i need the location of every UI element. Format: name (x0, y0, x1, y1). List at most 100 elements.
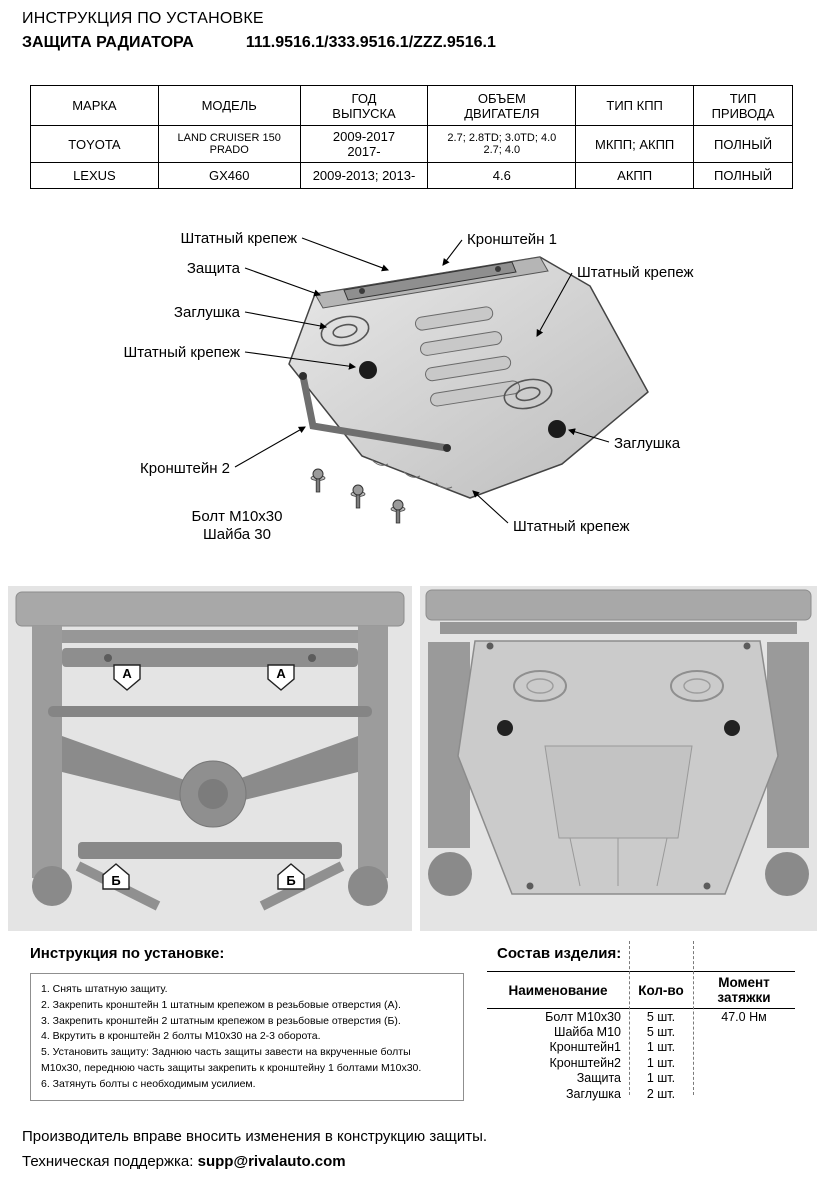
plate-edge-details (371, 459, 453, 489)
spec-header-gearbox: ТИП КПП (575, 85, 695, 126)
instructions-title: Инструкция по установке: (30, 945, 225, 962)
mount-marker-b2: Б (277, 863, 305, 890)
spec-cell: ПОЛНЫЙ (693, 125, 793, 163)
label-plug-right: Заглушка (614, 435, 681, 452)
label-protection: Защита (187, 260, 241, 277)
label-standard-fastener-top: Штатный крепеж (180, 230, 297, 247)
parts-title: Состав изделия: (497, 945, 622, 962)
vehicle-spec-table: МАРКА МОДЕЛЬ ГОД ВЫПУСКА ОБЪЕМ ДВИГАТЕЛЯ… (30, 85, 793, 189)
spec-cell: 2.7; 2.8TD; 3.0TD; 4.0 2.7; 4.0 (427, 125, 577, 163)
spec-cell: 2009-2013; 2013- (299, 162, 429, 189)
spec-row-toyota: TOYOTA LAND CRUISER 150 PRADO 2009-2017 … (30, 125, 793, 163)
mount-marker-a2: А (267, 664, 295, 691)
installation-instructions: Инструкция по установке: 1. Снять штатну… (30, 945, 464, 1102)
parts-row: Кронштейн1 1 шт. (487, 1040, 795, 1056)
callout-labels: Штатный крепеж Кронштейн 1 Защита Штатны… (123, 230, 693, 543)
instructions-steps-box: 1. Снять штатную защиту. 2. Закрепить кр… (30, 973, 464, 1102)
parts-row: Заглушка 2 шт. (487, 1086, 795, 1102)
part-name: Защита (576, 1071, 621, 1086)
spec-header-marka: МАРКА (30, 85, 159, 126)
parts-header-torque: Момент затяжки (693, 971, 795, 1009)
parts-row: Шайба М10 5 шт. (487, 1024, 795, 1040)
spec-cell: ПОЛНЫЙ (693, 162, 793, 189)
oval-recess-right (503, 378, 553, 410)
spec-row-lexus: LEXUS GX460 2009-2013; 2013- 4.6 АКПП ПО… (30, 162, 793, 189)
mount-marker-a1: А (113, 664, 141, 691)
parts-table: Наименование Кол-во Момент затяжки Болт … (487, 971, 795, 1102)
page-title: ИНСТРУКЦИЯ ПО УСТАНОВКЕ (22, 10, 264, 27)
plug-left-hole (359, 361, 377, 379)
svg-text:А: А (276, 666, 286, 681)
parts-header-row: Наименование Кол-во Момент затяжки (487, 971, 795, 1009)
photo-chassis-before: А А Б Б (8, 586, 412, 931)
part-name: Кронштейн2 (549, 1055, 622, 1070)
step-6: 6. Затянуть болты с необходимым усилием. (41, 1077, 256, 1090)
part-torque (693, 1086, 795, 1102)
manufacturer-note: Производитель вправе вносить изменения в… (22, 1128, 488, 1145)
spec-header-year: ГОД ВЫПУСКА (299, 85, 429, 126)
step-5: 5. Установить защиту: Заднюю часть защит… (41, 1046, 422, 1074)
part-numbers: 111.9516.1/333.9516.1/ZZZ.9516.1 (245, 34, 496, 51)
spec-header-row: МАРКА МОДЕЛЬ ГОД ВЫПУСКА ОБЪЕМ ДВИГАТЕЛЯ… (30, 85, 793, 126)
support-email: supp@rivalauto.com (197, 1153, 346, 1170)
part-qty: 5 шт. (646, 1009, 676, 1024)
spec-cell: МКПП; АКПП (575, 125, 695, 163)
part-name: Заглушка (565, 1086, 621, 1101)
spec-cell: TOYOTA (30, 125, 159, 163)
part-name: Болт М10х30 (545, 1009, 621, 1024)
part-torque: 47.0 Нм (721, 1009, 767, 1024)
part-name: Шайба М10 (553, 1024, 621, 1039)
photo-protection-installed (420, 586, 817, 931)
parts-divider-1 (629, 941, 630, 1095)
mount-marker-b1: Б (102, 863, 130, 890)
label-plug-left: Заглушка (174, 304, 241, 321)
parts-list: Состав изделия: Наименование Кол-во Моме… (487, 941, 795, 1101)
part-qty: 1 шт. (646, 1055, 676, 1070)
spec-cell: LEXUS (30, 162, 159, 189)
part-qty: 2 шт. (646, 1086, 676, 1101)
oval-recess-left (320, 315, 370, 347)
parts-row: Кронштейн2 1 шт. (487, 1055, 795, 1071)
spec-cell: LAND CRUISER 150 PRADO (157, 125, 301, 163)
spec-cell: 2009-2017 2017- (299, 125, 429, 163)
footer: Производитель вправе вносить изменения в… (22, 1128, 487, 1170)
step-3: 3. Закрепить кронштейн 2 штатным крепежо… (41, 1014, 401, 1027)
part-torque (693, 1024, 795, 1040)
label-bracket-1: Кронштейн 1 (467, 231, 557, 248)
parts-header-qty: Кол-во (629, 971, 693, 1009)
label-bolt-m10x30: Болт М10х30 (191, 508, 282, 525)
spec-cell: GX460 (157, 162, 301, 189)
label-standard-fastener-bottom: Штатный крепеж (513, 518, 630, 535)
label-bracket-2: Кронштейн 2 (140, 460, 230, 477)
parts-divider-2 (693, 941, 694, 1095)
part-qty: 1 шт. (646, 1040, 676, 1055)
spec-header-engine: ОБЪЕМ ДВИГАТЕЛЯ (427, 85, 577, 126)
part-torque (693, 1071, 795, 1087)
part-torque (693, 1055, 795, 1071)
step-4: 4. Вкрутить в кронштейн 2 болты М10х30 н… (41, 1030, 321, 1043)
support-label: Техническая поддержка: (22, 1153, 194, 1170)
protection-plate (288, 256, 649, 499)
step-1: 1. Снять штатную защиту. (41, 983, 168, 995)
spec-header-drive: ТИП ПРИВОДА (693, 85, 793, 126)
product-name: ЗАЩИТА РАДИАТОРА (22, 34, 194, 51)
parts-row: Болт М10х30 5 шт. 47.0 Нм (487, 1009, 795, 1025)
spec-cell: 4.6 (427, 162, 577, 189)
part-qty: 5 шт. (646, 1024, 676, 1039)
svg-text:Б: Б (111, 873, 120, 888)
plate-ribs (414, 306, 521, 407)
parts-row: Защита 1 шт. (487, 1071, 795, 1087)
assembly-diagram: Штатный крепеж Кронштейн 1 Защита Штатны… (0, 224, 823, 576)
label-standard-fastener-right: Штатный крепеж (577, 264, 694, 281)
part-qty: 1 шт. (646, 1071, 676, 1086)
spec-header-model: МОДЕЛЬ (157, 85, 301, 126)
callout-lines (234, 237, 610, 524)
part-name: Кронштейн1 (549, 1040, 622, 1055)
bolt-m10x30-icons (310, 468, 406, 524)
spec-cell: АКПП (575, 162, 695, 189)
installed-plate (457, 640, 779, 895)
bracket-2 (299, 372, 451, 452)
parts-header-name: Наименование (487, 971, 629, 1009)
plug-right-hole (548, 420, 566, 438)
